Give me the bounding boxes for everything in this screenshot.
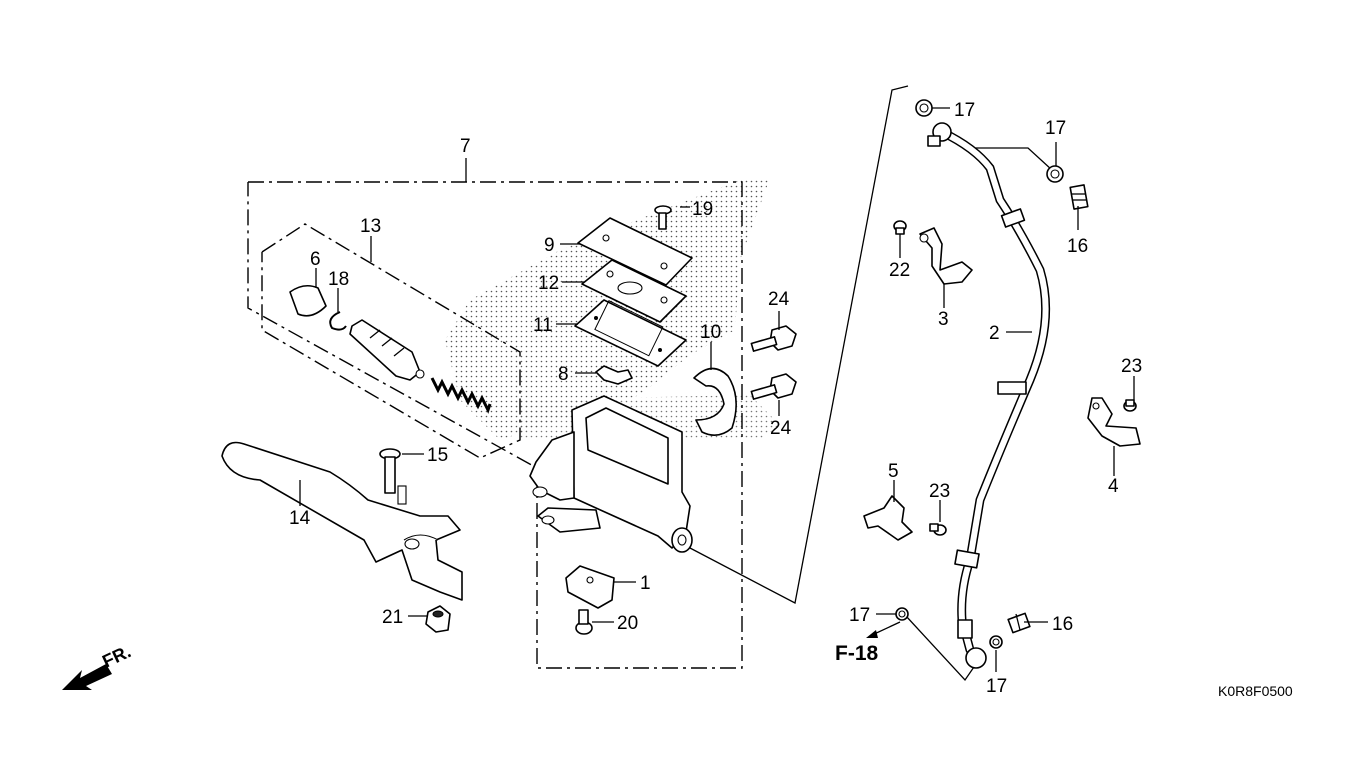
- spring: [430, 377, 492, 414]
- callout-18: 18: [328, 269, 349, 290]
- washer-17-c: [895, 607, 909, 621]
- bracket-4: [1087, 397, 1141, 447]
- bolt-16-upper: [1069, 184, 1089, 210]
- section-ref-arrow: [866, 621, 901, 638]
- callout-13: 13: [360, 216, 381, 237]
- bolt-22: [893, 220, 907, 235]
- assembly-7-boundary: [247, 158, 743, 669]
- reservoir-cap: [577, 217, 693, 286]
- banjo-lower: [965, 647, 987, 669]
- callout-12: 12: [538, 273, 559, 294]
- banjo-upper: [927, 122, 952, 147]
- callout-5: 5: [888, 461, 899, 482]
- clip-5: [863, 495, 913, 541]
- callout-leaders: [299, 107, 1135, 672]
- callout-3: 3: [938, 309, 949, 330]
- callout-21: 21: [382, 607, 403, 628]
- diaphragm-plate: [581, 259, 687, 323]
- washer-17-d: [989, 635, 1003, 649]
- screw-20: [575, 609, 593, 635]
- bolt-24-lower: [750, 373, 797, 400]
- callout-14: 14: [289, 508, 311, 529]
- master-cylinder-body: [529, 395, 693, 553]
- diaphragm: [574, 299, 687, 367]
- callout-1: 1: [640, 573, 651, 594]
- callout-8: 8: [558, 364, 569, 385]
- callout-11: 11: [533, 315, 553, 336]
- callout-23-upper: 23: [1121, 356, 1142, 377]
- callout-16-upper: 16: [1067, 236, 1088, 257]
- holder-10: [693, 367, 737, 436]
- callout-24-upper: 24: [768, 289, 790, 310]
- assembly-13-boundary: [261, 223, 521, 459]
- callout-17-c: 17: [849, 605, 870, 626]
- bolt-16-lower: [1007, 612, 1031, 634]
- callout-22: 22: [889, 260, 910, 281]
- brake-lever: [221, 441, 463, 601]
- drawing-code: K0R8F0500: [1218, 683, 1293, 699]
- float-8: [595, 365, 633, 385]
- washer-17-b: [1046, 165, 1064, 183]
- bolt-23-lower: [929, 523, 947, 536]
- screw-19: [654, 205, 672, 230]
- callout-15: 15: [427, 445, 448, 466]
- callout-20: 20: [617, 613, 638, 634]
- callout-23-lower: 23: [929, 481, 950, 502]
- front-direction-arrow: FR.: [62, 641, 134, 690]
- clamp-3: [919, 227, 973, 285]
- callout-10: 10: [700, 322, 721, 343]
- callout-7: 7: [460, 136, 471, 157]
- circlip-18: [329, 311, 347, 331]
- callout-24-lower: 24: [770, 418, 792, 439]
- boot-6: [289, 284, 327, 317]
- callout-2: 2: [989, 323, 1000, 344]
- callout-17-b: 17: [1045, 118, 1066, 139]
- callout-labels: 1 2 3 4 5 6 7 8 9 10 11 12 13 14 15 16 1…: [289, 100, 1142, 697]
- bolt-23-upper: [1123, 399, 1137, 412]
- brake-switch: [565, 565, 615, 609]
- washer-17-a: [915, 99, 933, 117]
- leader-lines: [689, 85, 1053, 682]
- piston: [349, 319, 425, 381]
- callout-17-d: 17: [986, 676, 1007, 697]
- callout-4: 4: [1108, 476, 1119, 497]
- callout-17-a: 17: [954, 100, 975, 121]
- callout-16-lower: 16: [1052, 614, 1073, 635]
- cap-nut-21: [425, 605, 451, 633]
- callout-19: 19: [692, 199, 713, 220]
- callout-6: 6: [310, 249, 321, 270]
- brake-hose: [937, 127, 1051, 655]
- pivot-bolt-15: [379, 448, 407, 505]
- bolt-24-upper: [750, 325, 797, 352]
- callout-9: 9: [544, 235, 555, 256]
- section-ref-label: F-18: [835, 642, 879, 665]
